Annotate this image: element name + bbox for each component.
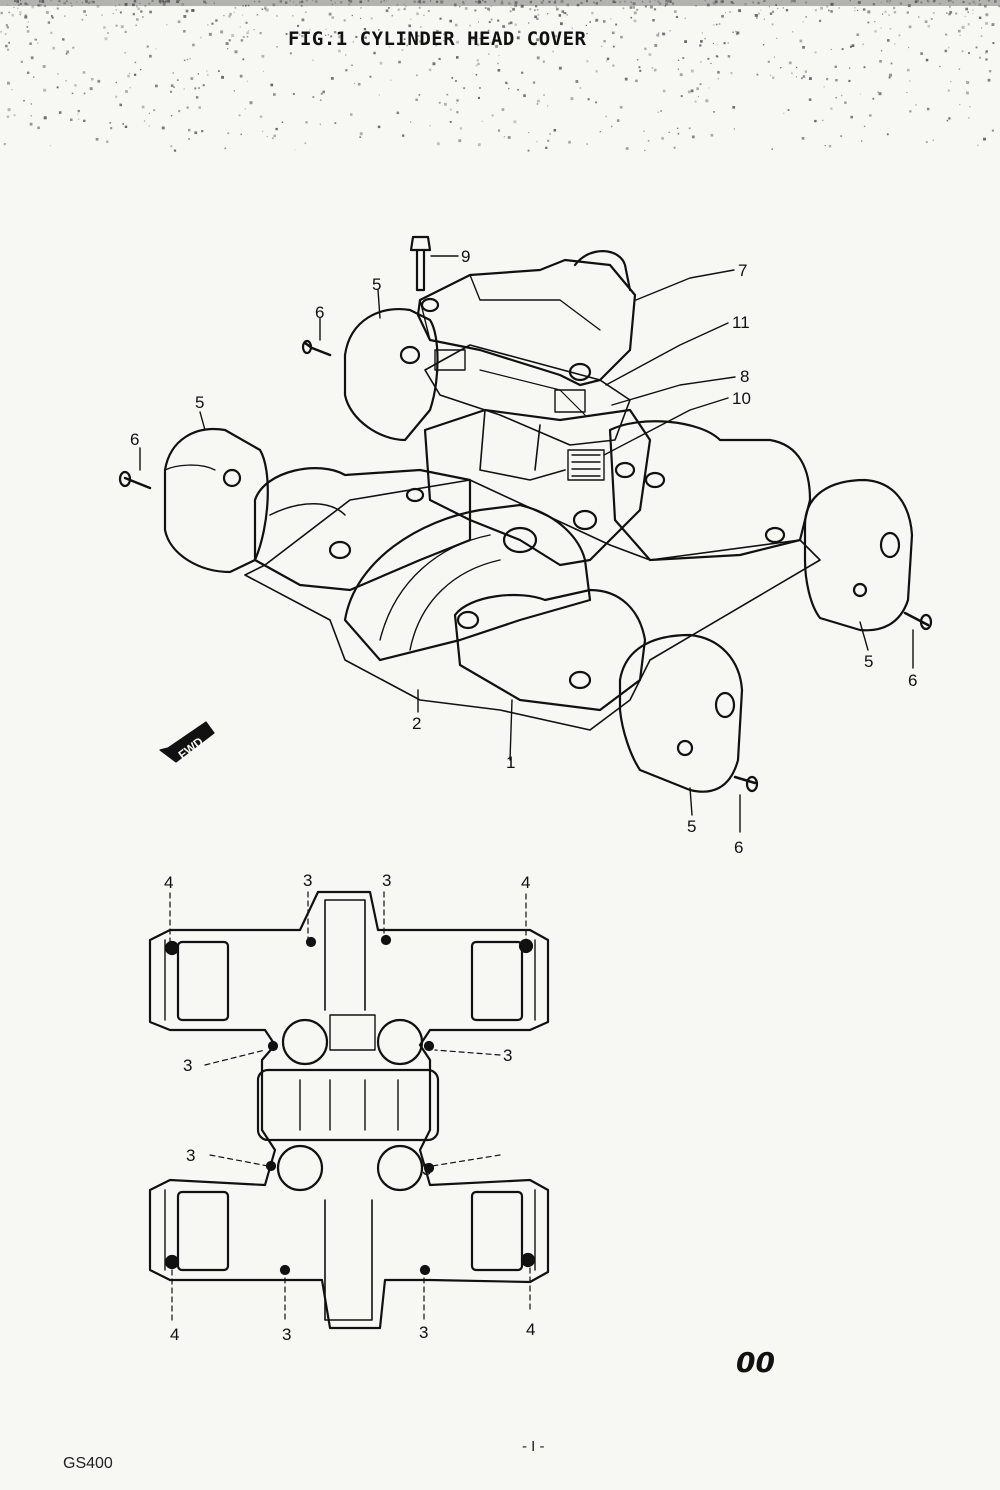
callout-8: 8 bbox=[740, 367, 749, 386]
reed-valve-plates bbox=[434, 349, 605, 481]
page-number: - I - bbox=[522, 1438, 545, 1455]
screw-rear-left bbox=[301, 339, 332, 357]
callout-6-right-rear: 6 bbox=[908, 671, 917, 690]
scan-noise-band bbox=[0, 0, 1000, 152]
head-cover-gasket bbox=[244, 479, 821, 731]
screw-right-rear bbox=[903, 611, 933, 631]
callout-7: 7 bbox=[738, 261, 747, 280]
callout-2: 2 bbox=[412, 714, 421, 733]
callout-3-bottom-1: 3 bbox=[282, 1325, 291, 1344]
model-name: GS400 bbox=[63, 1455, 113, 1472]
end-cap-right-front bbox=[618, 633, 744, 793]
screw-right-front bbox=[733, 775, 759, 793]
callout-3-mid-right: 3 bbox=[503, 1046, 512, 1065]
callout-3-top-2: 3 bbox=[382, 871, 391, 890]
end-cap-rear-left bbox=[343, 308, 439, 442]
callout-4-bottom-left: 4 bbox=[170, 1325, 179, 1344]
breather-cover-gasket bbox=[424, 344, 631, 446]
callout-5-left: 5 bbox=[195, 393, 204, 412]
gasket-plan-view bbox=[148, 890, 550, 1330]
diagram-code: 00 bbox=[736, 1346, 775, 1379]
callout-5-right-front: 5 bbox=[687, 817, 696, 836]
cylinder-head-cover-body bbox=[244, 408, 821, 731]
callout-5-right-rear: 5 bbox=[864, 652, 873, 671]
callout-3-mid-left: 3 bbox=[183, 1056, 192, 1075]
callout-3-lower-right: 3 bbox=[422, 1160, 431, 1179]
end-cap-left bbox=[163, 427, 269, 574]
callout-6-left: 6 bbox=[130, 430, 139, 449]
callout-3-lower-left: 3 bbox=[186, 1146, 195, 1165]
callout-4-bottom-right: 4 bbox=[526, 1320, 535, 1339]
screw-left bbox=[118, 470, 152, 490]
callout-11: 11 bbox=[732, 313, 750, 332]
callout-10: 10 bbox=[732, 389, 751, 408]
breather-cover bbox=[416, 250, 637, 387]
bolt-part-9 bbox=[409, 235, 432, 292]
callout-6-rear-left: 6 bbox=[315, 303, 324, 322]
callout-6-right-front: 6 bbox=[734, 838, 743, 857]
callout-3-bottom-2: 3 bbox=[419, 1323, 428, 1342]
callout-1: 1 bbox=[506, 753, 515, 772]
end-cap-right-rear bbox=[803, 478, 914, 632]
leader-lines bbox=[139, 255, 914, 833]
figure-title: FIG.1 CYLINDER HEAD COVER bbox=[288, 28, 587, 50]
callout-5-rear-left: 5 bbox=[372, 275, 381, 294]
callout-numbers: 9 7 5 6 11 8 10 5 6 5 6 2 1 5 6 4 3 3 4 … bbox=[130, 247, 917, 1344]
callout-9: 9 bbox=[461, 247, 470, 266]
callout-4-top-left: 4 bbox=[164, 873, 173, 892]
forward-direction-arrow bbox=[159, 721, 215, 763]
callout-3-top-1: 3 bbox=[303, 871, 312, 890]
callout-4-top-right: 4 bbox=[521, 873, 530, 892]
